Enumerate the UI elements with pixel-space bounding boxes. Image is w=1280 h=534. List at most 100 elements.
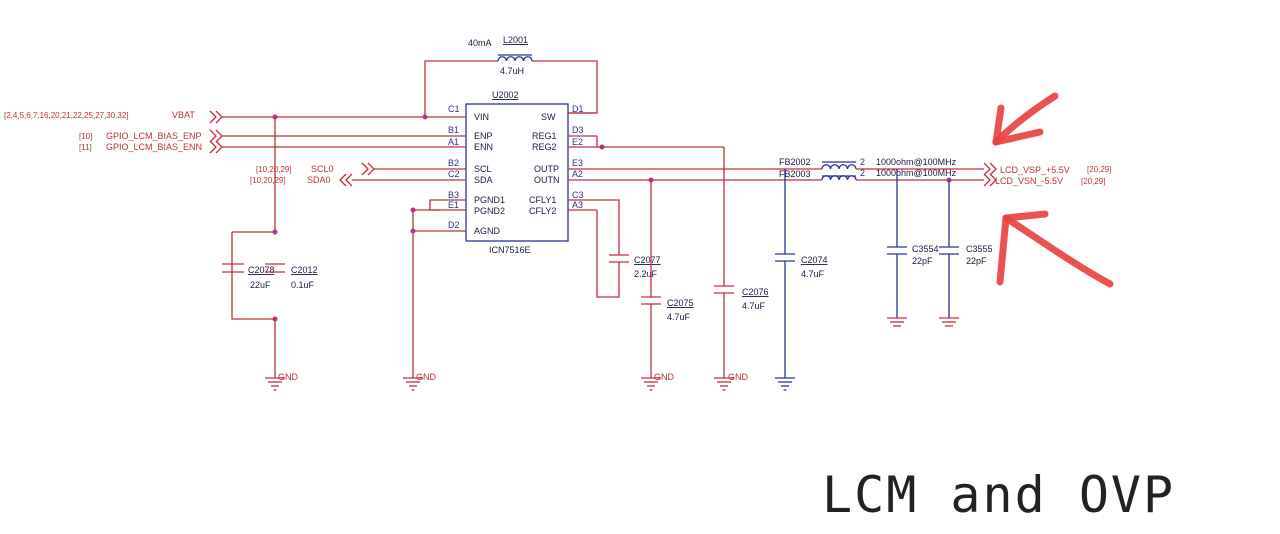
inductor-current: 40mA [468, 38, 492, 48]
ferrite-fb2002: FB2002 2 1000ohm@100MHz [779, 157, 957, 170]
pin-num-a3: A3 [572, 200, 583, 210]
cap-c2078-value: 22uF [250, 280, 271, 290]
cap-c3554: C3554 22pF [887, 169, 939, 327]
chip-part: ICN7516E [489, 245, 531, 255]
pin-name-scl: SCL [474, 164, 492, 174]
pin-num-d1: D1 [572, 104, 584, 114]
pin-name-pgnd2: PGND2 [474, 206, 505, 216]
cap-c2076-ref: C2076 [742, 287, 769, 297]
net-vbat-label: VBAT [172, 110, 195, 120]
cap-c2077-value: 2.2uF [634, 269, 658, 279]
pin-num-e2: E2 [572, 137, 583, 147]
ferrite-fb2002-pin: 2 [860, 157, 865, 167]
cap-c2077-ref: C2077 [634, 255, 661, 265]
cap-c2075-ref: C2075 [667, 298, 694, 308]
net-scl: [10,20,29] SCL0 [256, 162, 440, 176]
net-scl-refs: [10,20,29] [256, 165, 292, 174]
pin-name-vin: VIN [474, 112, 489, 122]
cap-c3555-value: 22pF [966, 256, 987, 266]
net-enn-label: GPIO_LCM_BIAS_ENN [106, 142, 202, 152]
pin-name-cfly2: CFLY2 [529, 206, 556, 216]
net-outn [590, 177, 984, 183]
pin-name-sda: SDA [474, 175, 493, 185]
pin-num-b2: B2 [448, 158, 459, 168]
pin-num-c3: C3 [572, 190, 584, 200]
net-vsn-refs: [20,29] [1081, 177, 1105, 186]
net-vbat-refs: [2,4,5,6,7,16,20,21,22,25,27,30,32] [4, 111, 129, 120]
ferrite-fb2003: FB2003 2 1000ohm@100MHz [779, 168, 957, 181]
pin-name-pgnd1: PGND1 [474, 195, 505, 205]
pin-num-d3: D3 [572, 125, 584, 135]
pin-num-d2: D2 [448, 220, 460, 230]
net-vsp-refs: [20,29] [1087, 165, 1111, 174]
pin-num-a2: A2 [572, 169, 583, 179]
chip-u2002: U2002 ICN7516E C1 VIN B1 ENP A1 ENN B2 S… [440, 90, 597, 255]
pin-name-agnd: AGND [474, 226, 501, 236]
ferrite-fb2003-ref: FB2003 [779, 169, 811, 179]
net-vsp: LCD_VSP_+5.5V [20,29] [983, 162, 1111, 176]
cap-c2074: C2074 4.7uF [775, 169, 828, 391]
cap-c3555: C3555 22pF [939, 180, 993, 327]
cap-c2012: C2012 0.1uF [265, 263, 318, 378]
pin-name-cfly1: CFLY1 [529, 195, 556, 205]
inductor-ref: L2001 [503, 35, 528, 45]
net-chip-gnd: GND [403, 199, 440, 391]
annotation-arrow-top [992, 92, 1059, 146]
pin-num-c2: C2 [448, 169, 460, 179]
gnd-label-2: GND [416, 372, 437, 382]
cap-c2078-ref: C2078 [248, 265, 275, 275]
pin-name-outp: OUTP [534, 164, 559, 174]
cap-c2074-value: 4.7uF [801, 269, 825, 279]
pin-num-b3: B3 [448, 190, 459, 200]
net-vsn: LCD_VSN_-5.5V [20,29] [983, 173, 1105, 187]
chip-ref: U2002 [492, 90, 519, 100]
cap-c2075: C2075 4.7uF GND [641, 180, 694, 391]
cap-c2078: C2078 22uF [222, 117, 278, 322]
net-sda-label: SDA0 [307, 175, 331, 185]
net-enn: [11] GPIO_LCM_BIAS_ENN [79, 140, 440, 154]
inductor-value: 4.7uH [500, 66, 524, 76]
net-enp: [10] GPIO_LCM_BIAS_ENP [79, 129, 440, 143]
pin-name-enn: ENN [474, 142, 493, 152]
net-enp-refs: [10] [79, 132, 92, 141]
ferrite-fb2003-value: 1000ohm@100MHz [876, 168, 957, 178]
pin-num-c1: C1 [448, 104, 460, 114]
net-vsp-label: LCD_VSP_+5.5V [1000, 165, 1070, 175]
cap-c3554-value: 22pF [912, 256, 933, 266]
net-sda-refs: [10,20,29] [250, 176, 286, 185]
cap-c2075-value: 4.7uF [667, 312, 691, 322]
net-scl-label: SCL0 [311, 164, 334, 174]
net-sda: [10,20,29] SDA0 [250, 173, 440, 187]
pin-num-a1: A1 [448, 137, 459, 147]
pin-name-enp: ENP [474, 131, 493, 141]
gnd-label-4: GND [728, 372, 749, 382]
net-vbat: [2,4,5,6,7,16,20,21,22,25,27,30,32] VBAT [4, 110, 440, 124]
pin-name-reg2: REG2 [532, 142, 557, 152]
net-vsn-label: LCD_VSN_-5.5V [995, 176, 1063, 186]
inductor-l2001: 40mA L2001 4.7uH [424, 35, 598, 114]
net-enp-label: GPIO_LCM_BIAS_ENP [106, 131, 202, 141]
net-reg: C2076 4.7uF GND [596, 136, 769, 391]
net-enn-refs: [11] [79, 143, 92, 152]
pin-num-b1: B1 [448, 125, 459, 135]
cap-c3554-ref: C3554 [912, 244, 939, 254]
pin-num-e1: E1 [448, 200, 459, 210]
ferrite-fb2002-ref: FB2002 [779, 157, 811, 167]
cap-c2012-value: 0.1uF [291, 280, 315, 290]
cap-c2077: C2077 2.2uF [596, 199, 661, 298]
pin-name-reg1: REG1 [532, 131, 557, 141]
cap-c2074-ref: C2074 [801, 255, 828, 265]
pin-name-outn: OUTN [534, 175, 560, 185]
cap-c2076-value: 4.7uF [742, 301, 766, 311]
gnd-label-1: GND [278, 372, 299, 382]
cap-c3555-ref: C3555 [966, 244, 993, 254]
pin-num-e3: E3 [572, 158, 583, 168]
annotation-arrow-bottom [996, 210, 1114, 288]
ferrite-fb2003-pin: 2 [860, 168, 865, 178]
cap-c2012-ref: C2012 [291, 265, 318, 275]
ferrite-fb2002-value: 1000ohm@100MHz [876, 157, 957, 167]
gnd-label-3: GND [654, 372, 675, 382]
gnd-symbol-1: GND [265, 372, 299, 391]
caption-title: LCM and OVP [822, 466, 1176, 524]
